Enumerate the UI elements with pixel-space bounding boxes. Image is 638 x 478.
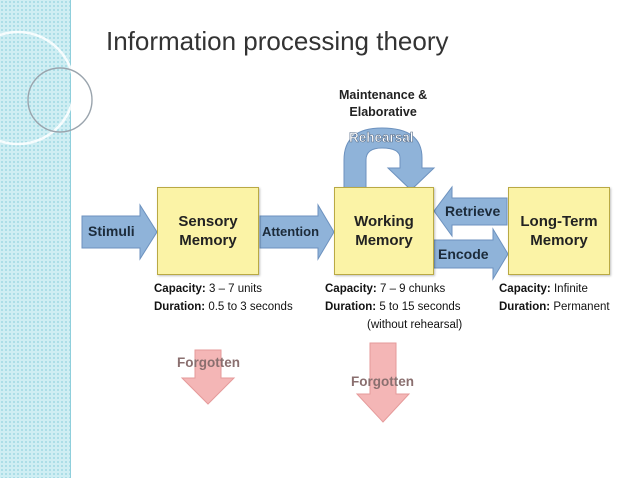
long-term-memory-line2: Memory [530, 232, 588, 249]
forgotten-label-sensory: Forgotten [177, 355, 240, 370]
sensory-capacity-value: 3 – 7 units [208, 283, 263, 295]
sensory-duration-label: Duration: [154, 301, 206, 313]
maintenance-line2: Elaborative [349, 105, 417, 119]
attention-label: Attention [262, 224, 320, 239]
long-term-memory-line1: Long-Term [520, 213, 598, 230]
working-capacity-value: 7 – 9 chunks [379, 283, 446, 295]
long-term-capacity-value: Infinite [553, 283, 588, 295]
working-memory-box: Working Memory [334, 187, 434, 275]
sensory-memory-line1: Sensory [178, 213, 238, 230]
working-duration-label: Duration: [325, 301, 377, 313]
sensory-capacity-label: Capacity: [154, 283, 206, 295]
sensory-notes: Capacity: 3 – 7 units Duration: 0.5 to 3… [154, 280, 293, 316]
forgotten-label-working: Forgotten [351, 374, 414, 389]
retrieve-label: Retrieve [445, 203, 501, 219]
sensory-duration-value: 0.5 to 3 seconds [208, 301, 293, 313]
stimuli-label: Stimuli [88, 223, 135, 239]
working-duration-value: 5 to 15 seconds [379, 301, 461, 313]
slide-title: Information processing theory [106, 26, 449, 56]
encode-label: Encode [438, 246, 489, 262]
working-capacity-label: Capacity: [325, 283, 377, 295]
rehearsal-label: Rehearsal [349, 130, 414, 146]
sensory-memory-line2: Memory [179, 232, 237, 249]
retrieve-arrow [433, 185, 508, 238]
long-term-duration-label: Duration: [499, 301, 551, 313]
forgotten-arrow-working [355, 342, 411, 423]
long-term-notes: Capacity: Infinite Duration: Permanent [499, 280, 610, 316]
maintenance-line1: Maintenance & [339, 88, 428, 102]
stimuli-arrow [81, 203, 158, 261]
maintenance-label: Maintenance & Elaborative [339, 87, 427, 121]
working-memory-line2: Memory [355, 232, 413, 249]
sensory-memory-box: Sensory Memory [157, 187, 259, 275]
rehearsal-loop-arrow [343, 127, 436, 191]
long-term-duration-value: Permanent [553, 301, 610, 313]
attention-arrow [259, 203, 335, 261]
working-rehearsal-note: (without rehearsal) [367, 319, 463, 331]
forgotten-arrow-sensory [180, 349, 236, 405]
long-term-memory-box: Long-Term Memory [508, 187, 610, 275]
long-term-capacity-label: Capacity: [499, 283, 551, 295]
decorative-circles [0, 30, 93, 146]
working-memory-line1: Working [354, 213, 414, 230]
encode-arrow [433, 227, 509, 281]
working-notes: Capacity: 7 – 9 chunks Duration: 5 to 15… [325, 280, 462, 334]
